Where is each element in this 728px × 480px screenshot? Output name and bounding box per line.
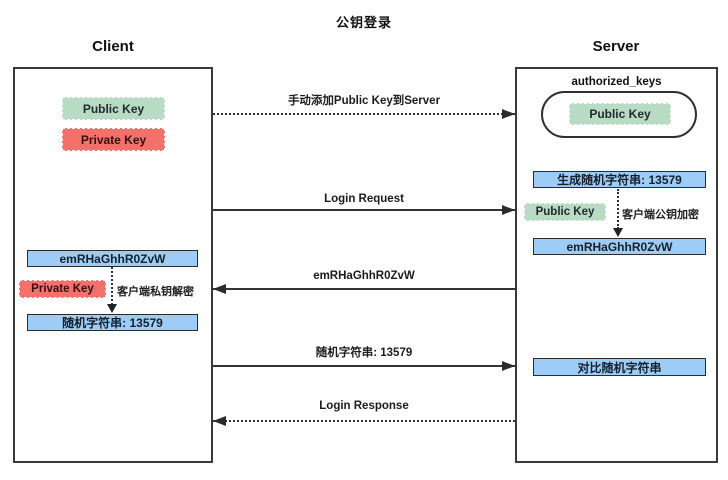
authorized-keys-label: authorized_keys bbox=[571, 76, 662, 88]
server-encrypt-note: 客户端公钥加密 bbox=[622, 209, 699, 221]
message-label-login-response: Login Response bbox=[319, 400, 409, 412]
message-label-add-public-key: 手动添加Public Key到Server bbox=[287, 95, 441, 107]
message-arrow-ciphertext bbox=[213, 288, 515, 290]
message-label-ciphertext: emRHaGhhR0ZvW bbox=[313, 270, 415, 282]
server-stored-public-key-badge: Public Key bbox=[569, 103, 671, 125]
arrowhead-right-icon bbox=[502, 205, 515, 215]
message-label-login-request: Login Request bbox=[324, 193, 404, 205]
server-ciphertext-box: emRHaGhhR0ZvW bbox=[533, 238, 706, 255]
server-encrypt-arrow bbox=[617, 189, 619, 229]
arrowhead-down-icon bbox=[107, 304, 117, 313]
message-arrow-add-public-key bbox=[213, 113, 515, 115]
client-random-result-box: 随机字符串: 13579 bbox=[27, 314, 198, 331]
message-label-random-string: 随机字符串: 13579 bbox=[315, 347, 413, 359]
arrowhead-right-icon bbox=[502, 109, 515, 119]
server-compare-box: 对比随机字符串 bbox=[533, 358, 706, 376]
arrowhead-left-icon bbox=[213, 416, 226, 426]
client-title: Client bbox=[92, 38, 134, 55]
arrowhead-left-icon bbox=[213, 284, 226, 294]
message-arrow-login-response bbox=[213, 420, 515, 422]
server-generate-random-box: 生成随机字符串: 13579 bbox=[533, 171, 706, 188]
client-private-key-badge: Private Key bbox=[62, 128, 165, 151]
client-public-key-badge: Public Key bbox=[62, 97, 165, 120]
message-arrow-login-request bbox=[213, 209, 515, 211]
message-arrow-random-string bbox=[213, 365, 515, 367]
arrowhead-down-icon bbox=[613, 228, 623, 237]
client-private-key-small-badge: Private Key bbox=[19, 280, 106, 298]
client-decrypt-arrow bbox=[111, 267, 113, 305]
server-public-key-small-badge: Public Key bbox=[524, 203, 606, 221]
diagram-title: 公钥登录 bbox=[335, 15, 392, 30]
client-ciphertext-box: emRHaGhhR0ZvW bbox=[27, 250, 198, 267]
server-title: Server bbox=[592, 38, 640, 55]
client-decrypt-note: 客户端私钥解密 bbox=[117, 286, 194, 298]
arrowhead-right-icon bbox=[502, 361, 515, 371]
